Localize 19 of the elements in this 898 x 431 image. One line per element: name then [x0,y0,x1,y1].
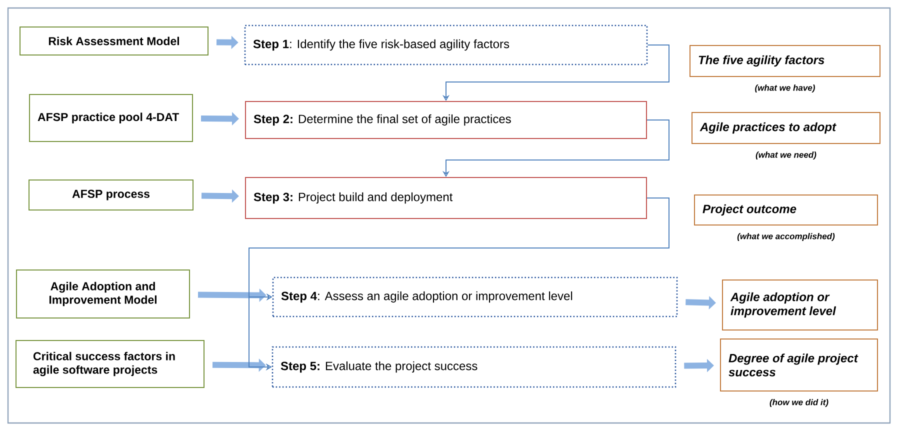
step-box: Step 5: Evaluate the project success [272,346,676,388]
input-box: Critical success factors in agile software projects [16,340,204,388]
result-box: Project outcome [694,194,878,226]
result-box: The five agility factors [690,45,880,77]
input-box: AFSP process [28,180,194,210]
note-text: (what we have) [755,84,815,92]
input-box: Agile Adoption and Improvement Model [16,270,190,318]
note-text: (what we accomplished) [737,233,835,241]
step-box: Step 1: Identify the five risk-based agility factors [244,24,648,66]
result-box: Agile practices to adopt [692,112,880,144]
input-box: AFSP practice pool 4-DAT [29,94,193,142]
step-box: Step 3: Project build and deployment [245,177,647,219]
result-box: Agile adoption or improvement level [722,280,878,330]
step-box: Step 4: Assess an agile adoption or improvement level [272,276,678,318]
input-box: Risk Assessment Model [20,26,208,56]
note-text: (what we need) [756,152,816,160]
note-text: (how we did it) [770,399,828,407]
step-box: Step 2: Determine the final set of agile practices [245,101,647,139]
result-box: Degree of agile project success [720,338,878,392]
